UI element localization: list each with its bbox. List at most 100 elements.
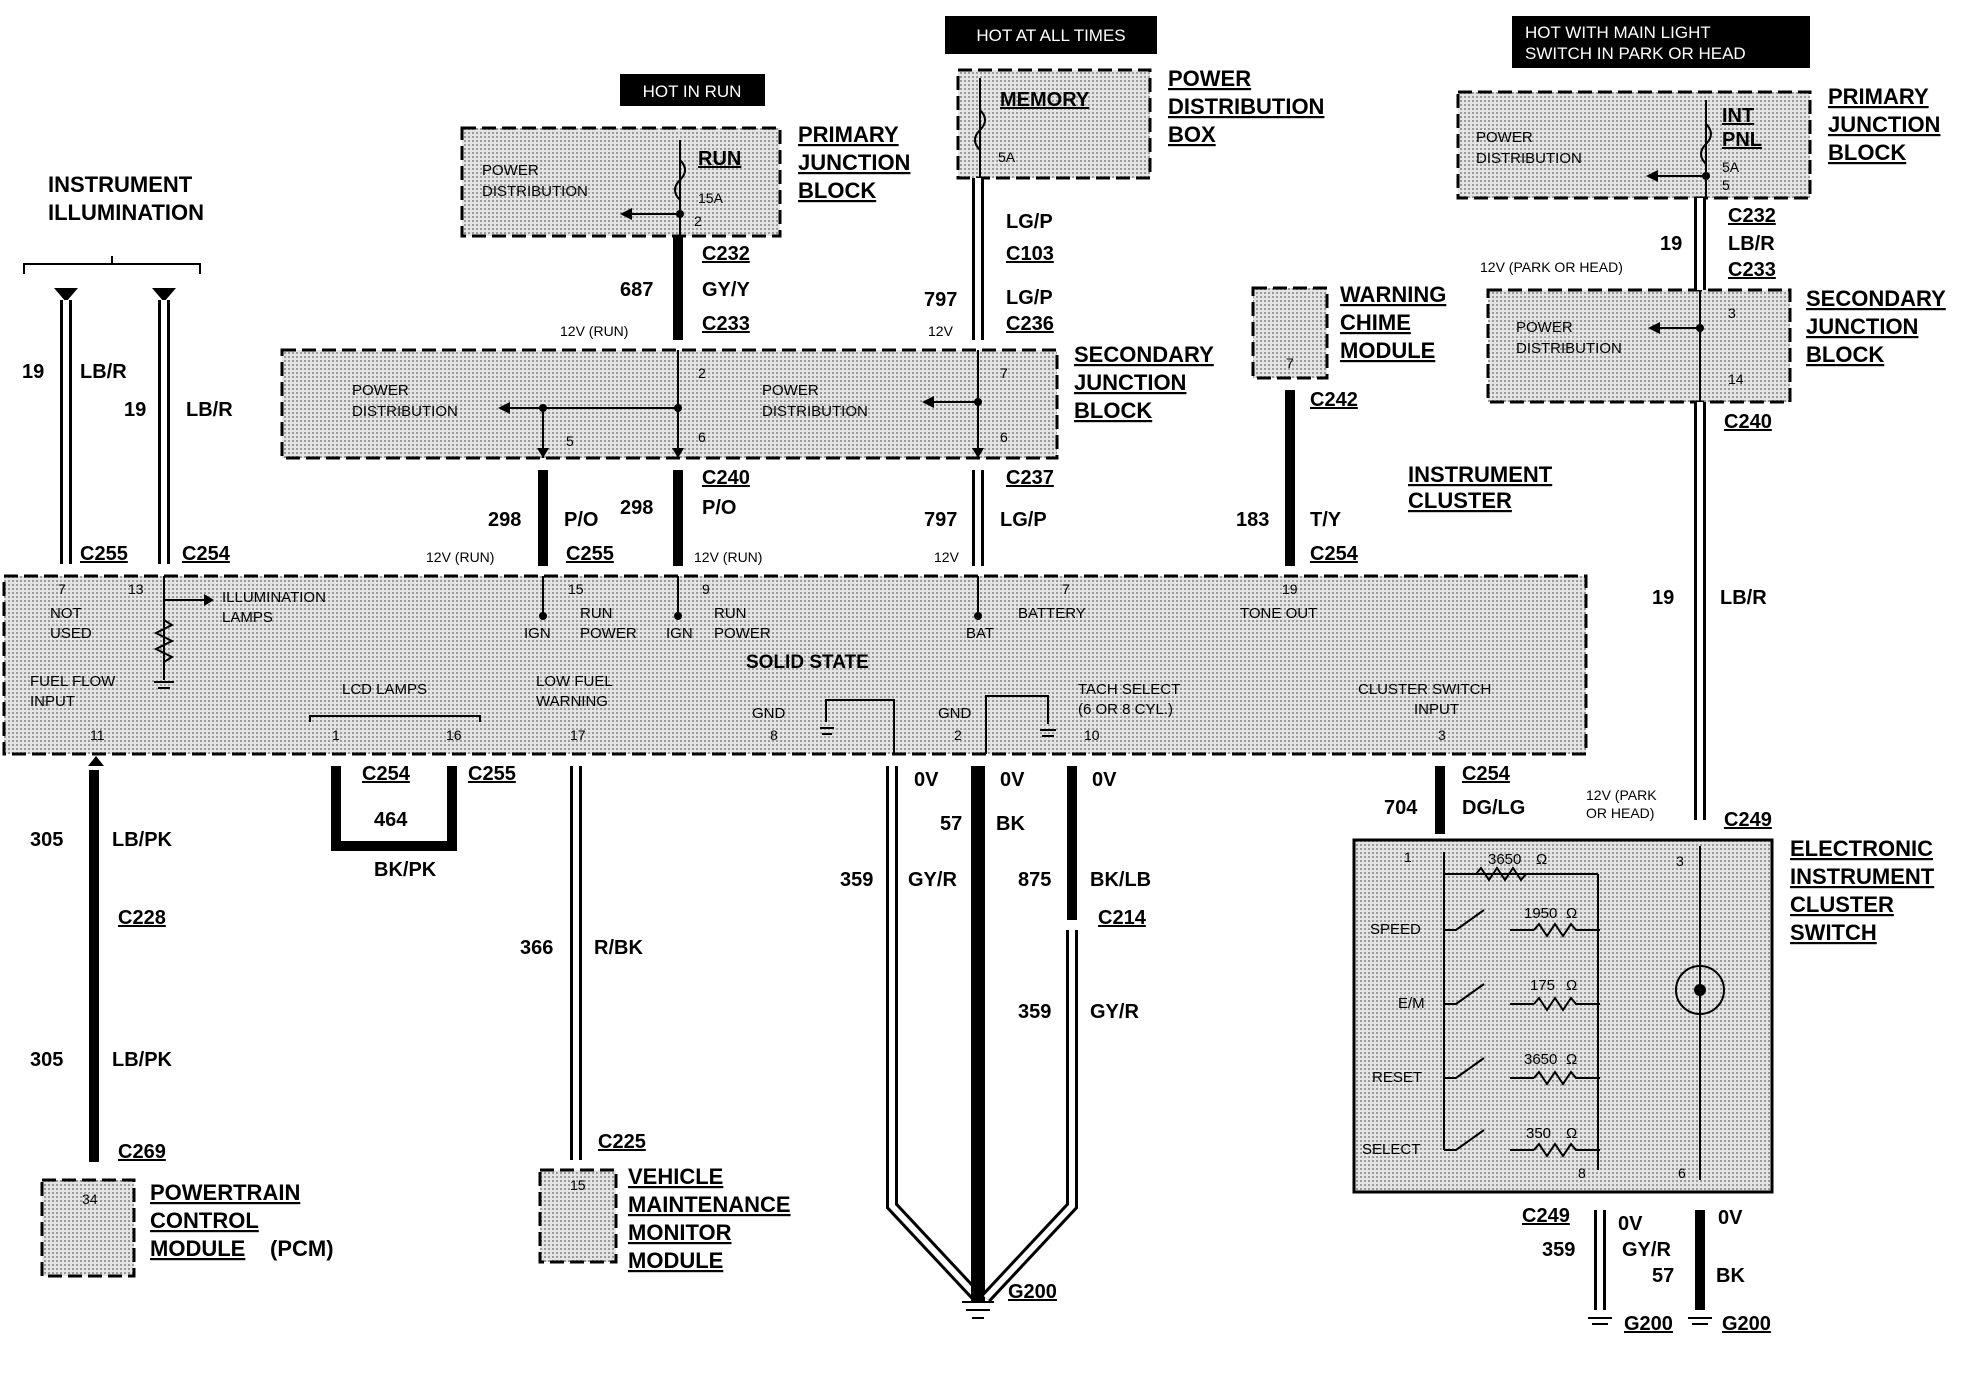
svg-text:MONITOR: MONITOR (628, 1220, 732, 1245)
pdb-label: POWER DISTRIBUTION BOX (1168, 66, 1324, 147)
banner-hot-park-head: HOT WITH MAIN LIGHT SWITCH IN PARK OR HE… (1512, 16, 1810, 68)
svg-text:USED: USED (50, 625, 92, 642)
wire-797-top: LG/P C103 797 LG/P 12V C236 (924, 178, 1054, 340)
vehicle-maintenance-monitor-module: 15 (538, 1168, 618, 1264)
wire-359-left: 0V 359 GY/R (840, 766, 983, 1303)
svg-text:0V: 0V (1000, 769, 1025, 791)
svg-text:C254: C254 (1462, 763, 1511, 785)
svg-text:0V: 0V (1618, 1213, 1643, 1235)
svg-text:P/O: P/O (702, 497, 736, 519)
svg-text:TACH SELECT: TACH SELECT (1078, 681, 1180, 698)
svg-text:BOX: BOX (1168, 122, 1216, 147)
svg-text:704: 704 (1384, 797, 1418, 819)
svg-text:BLOCK: BLOCK (1074, 398, 1152, 423)
wire-366: 366 R/BK C225 (520, 766, 646, 1160)
wire-19-right-top: C232 19 LB/R 12V (PARK OR HEAD) C233 (1480, 198, 1776, 290)
svg-text:SWITCH: SWITCH (1790, 920, 1877, 945)
svg-text:19: 19 (1282, 581, 1298, 597)
svg-text:15: 15 (568, 581, 584, 597)
svg-text:C254: C254 (1310, 543, 1359, 565)
svg-text:R/BK: R/BK (594, 937, 643, 959)
svg-text:VEHICLE: VEHICLE (628, 1164, 723, 1189)
svg-text:BK: BK (1716, 1265, 1745, 1287)
svg-text:875: 875 (1018, 869, 1051, 891)
svg-text:3: 3 (1438, 727, 1446, 743)
svg-text:INSTRUMENT: INSTRUMENT (1408, 462, 1553, 487)
svg-text:INSTRUMENT: INSTRUMENT (1790, 864, 1935, 889)
svg-text:7: 7 (1062, 581, 1070, 597)
svg-text:9: 9 (702, 581, 710, 597)
svg-text:6: 6 (698, 429, 706, 445)
svg-text:Ω: Ω (1566, 905, 1577, 922)
svg-text:19: 19 (124, 399, 146, 421)
vmm-label: VEHICLE MAINTENANCE MONITOR MODULE (628, 1164, 791, 1273)
svg-text:34: 34 (82, 1191, 98, 1207)
instrument-cluster: 7 NOT USED 13 ILLUMINATION LAMPS FUEL FL… (2, 574, 1588, 756)
svg-text:OR HEAD): OR HEAD) (1586, 805, 1654, 821)
svg-text:LB/PK: LB/PK (112, 829, 173, 851)
svg-text:CLUSTER SWITCH: CLUSTER SWITCH (1358, 681, 1491, 698)
svg-text:0V: 0V (1092, 769, 1117, 791)
svg-text:7: 7 (1000, 365, 1008, 381)
secondary-junction-block-right: POWER DISTRIBUTION 3 14 (1486, 288, 1792, 404)
svg-text:12V (PARK: 12V (PARK (1586, 787, 1657, 803)
svg-text:GY/R: GY/R (908, 869, 957, 891)
svg-text:GY/R: GY/R (1622, 1239, 1671, 1261)
wire-57-right-ground: 0V 57 BK G200 (1652, 1207, 1771, 1335)
svg-text:C255: C255 (566, 543, 614, 565)
svg-text:15: 15 (570, 1177, 586, 1193)
wire-19-right-mid: C240 19 LB/R 12V (PARK OR HEAD) C249 (1586, 402, 1772, 831)
svg-text:C103: C103 (1006, 243, 1054, 265)
svg-text:PRIMARY: PRIMARY (798, 122, 899, 147)
svg-text:LG/P: LG/P (1006, 287, 1053, 309)
svg-text:C255: C255 (468, 763, 516, 785)
svg-text:Ω: Ω (1536, 851, 1547, 868)
svg-text:1950: 1950 (1524, 905, 1557, 922)
svg-text:RUN: RUN (580, 605, 613, 622)
svg-text:C232: C232 (1728, 205, 1776, 227)
svg-text:7: 7 (1286, 355, 1294, 371)
ground-g200-center: G200 (962, 1281, 1057, 1319)
svg-text:BLOCK: BLOCK (1828, 140, 1906, 165)
svg-text:3: 3 (1676, 853, 1684, 869)
svg-text:2: 2 (954, 727, 962, 743)
svg-text:POWERTRAIN: POWERTRAIN (150, 1180, 300, 1205)
svg-text:RUN: RUN (698, 148, 741, 170)
svg-text:INPUT: INPUT (1414, 701, 1459, 718)
svg-text:LB/PK: LB/PK (112, 1049, 173, 1071)
svg-text:0V: 0V (914, 769, 939, 791)
svg-text:BLOCK: BLOCK (798, 178, 876, 203)
svg-text:MEMORY: MEMORY (1000, 89, 1090, 111)
banner-hot-in-run: HOT IN RUN (620, 74, 765, 106)
svg-text:DISTRIBUTION: DISTRIBUTION (762, 403, 868, 420)
sjb-center-label: SECONDARY JUNCTION BLOCK (1074, 342, 1214, 423)
svg-text:183: 183 (1236, 509, 1269, 531)
primary-junction-block-left: POWER DISTRIBUTION RUN 15A 2 (460, 126, 782, 238)
svg-text:LAMPS: LAMPS (222, 609, 273, 626)
svg-text:SECONDARY: SECONDARY (1074, 342, 1214, 367)
svg-text:350: 350 (1526, 1125, 1551, 1142)
svg-text:359: 359 (1542, 1239, 1575, 1261)
svg-text:Ω: Ω (1566, 1051, 1577, 1068)
banner-hot-at-all-times: HOT AT ALL TIMES (945, 16, 1157, 54)
pjb-left-label: PRIMARY JUNCTION BLOCK (798, 122, 910, 203)
svg-text:C233: C233 (702, 313, 750, 335)
pjb-right-label: PRIMARY JUNCTION BLOCK (1828, 84, 1940, 165)
svg-text:TONE OUT: TONE OUT (1240, 605, 1317, 622)
svg-text:LG/P: LG/P (1006, 211, 1053, 233)
svg-text:(6 OR 8 CYL.): (6 OR 8 CYL.) (1078, 701, 1173, 718)
svg-text:6: 6 (1678, 1165, 1686, 1181)
wire-183: C242 183 T/Y C254 (1236, 389, 1359, 566)
svg-text:SELECT: SELECT (1362, 1141, 1420, 1158)
svg-text:E/M: E/M (1398, 995, 1425, 1012)
svg-text:305: 305 (30, 1049, 63, 1071)
svg-text:797: 797 (924, 289, 957, 311)
svg-text:DISTRIBUTION: DISTRIBUTION (482, 183, 588, 200)
svg-text:687: 687 (620, 279, 653, 301)
svg-text:LB/R: LB/R (1720, 587, 1767, 609)
svg-text:10: 10 (1084, 727, 1100, 743)
svg-text:G200: G200 (1624, 1313, 1673, 1335)
svg-text:IGN: IGN (524, 625, 551, 642)
svg-text:8: 8 (1578, 1165, 1586, 1181)
